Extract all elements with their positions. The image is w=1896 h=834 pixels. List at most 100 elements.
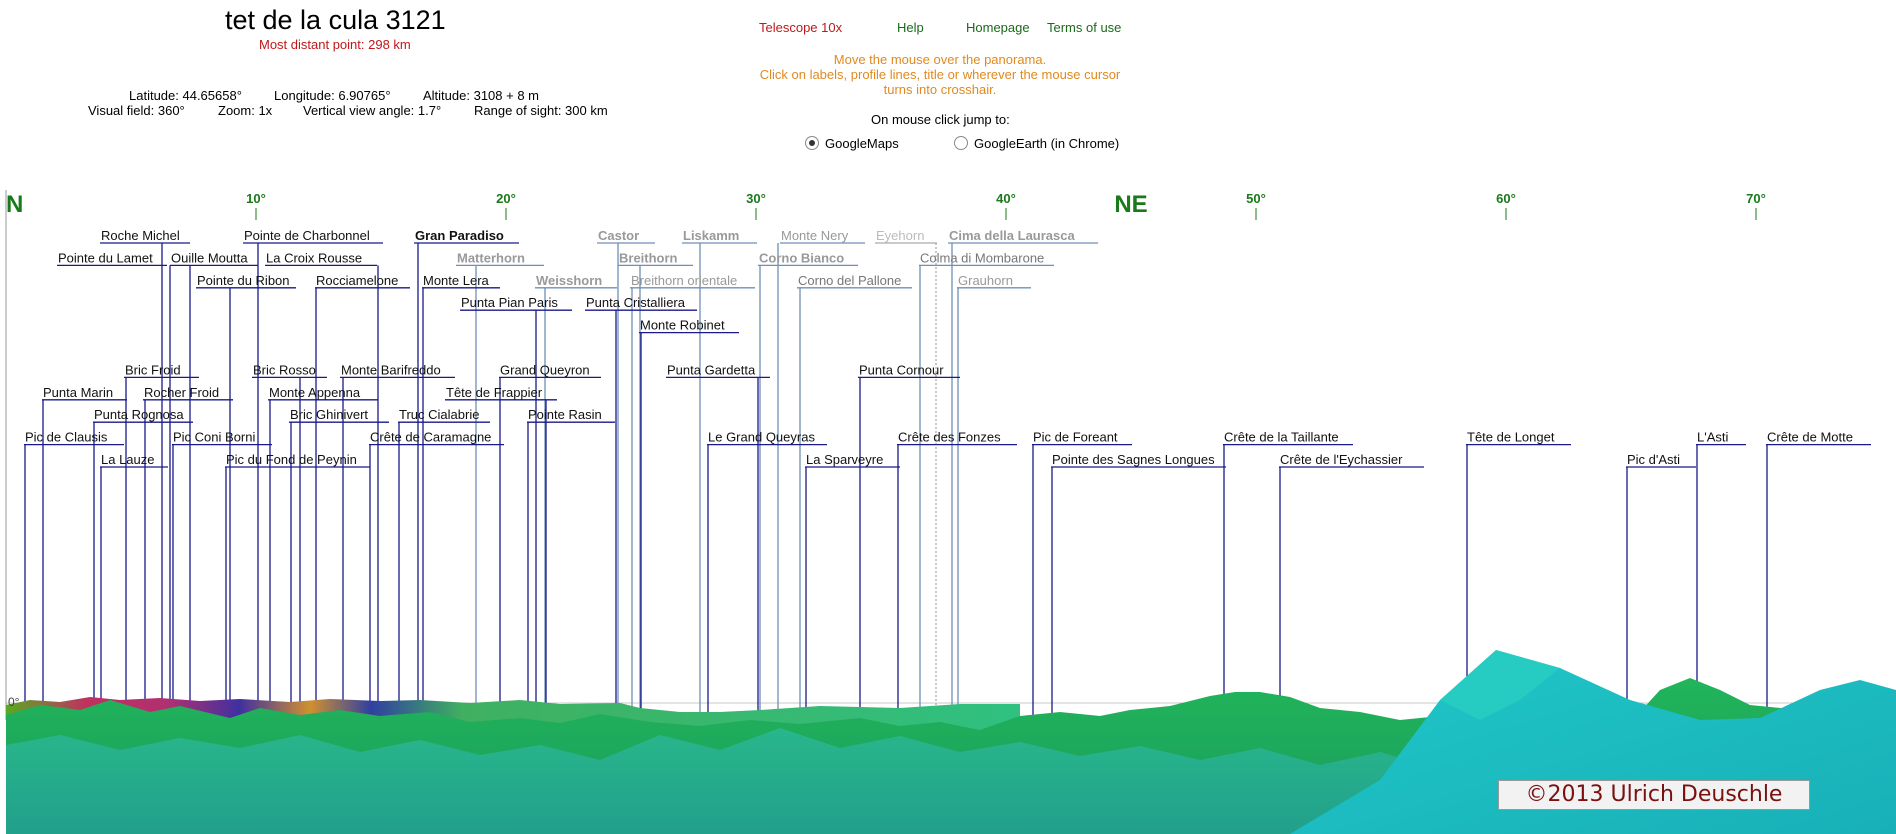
peak-53[interactable]: Crête de l'Eychassier <box>1279 452 1424 720</box>
peak-labels[interactable]: Roche Michel Pointe de Charbonnel Gran Par… <box>24 228 1871 720</box>
peak-label[interactable]: Gran Paradiso <box>415 228 504 243</box>
peak-label[interactable]: Pic de Clausis <box>25 430 108 445</box>
peak-21[interactable]: Grauhorn <box>957 273 1031 720</box>
peak-2[interactable]: Gran Paradiso <box>414 228 519 720</box>
peak-label[interactable]: Bric Froid <box>125 362 181 377</box>
peak-3[interactable]: Castor <box>597 228 655 720</box>
peak-31[interactable]: Punta Marin <box>42 385 127 720</box>
peak-39[interactable]: Pic de Clausis <box>24 430 124 720</box>
help-link[interactable]: Help <box>897 20 924 35</box>
peak-label[interactable]: Truc Cialabrie <box>399 407 479 422</box>
peak-10[interactable]: La Croix Rousse <box>265 250 379 720</box>
peak-label[interactable]: Pic de Foreant <box>1033 430 1118 445</box>
peak-label[interactable]: Punta Cornour <box>859 362 944 377</box>
peak-label[interactable]: Corno Bianco <box>759 250 844 265</box>
peak-52[interactable]: Pointe des Sagnes Longues <box>1051 452 1226 720</box>
peak-44[interactable]: Pic de Foreant <box>1032 430 1132 720</box>
googlemaps-radio[interactable] <box>805 136 819 150</box>
peak-28[interactable]: Grand Queyron <box>499 362 601 720</box>
peak-label[interactable]: Colma di Mombarone <box>920 250 1044 265</box>
peak-label[interactable]: Tête de Frappier <box>446 385 543 400</box>
peak-label[interactable]: Crête des Fonzes <box>898 430 1001 445</box>
peak-33[interactable]: Monte Appenna <box>268 385 378 720</box>
peak-22[interactable]: Punta Pian Paris <box>460 295 572 720</box>
peak-43[interactable]: Crête des Fonzes <box>897 430 1017 720</box>
peak-label[interactable]: Pointe Rasin <box>528 407 602 422</box>
peak-1[interactable]: Pointe de Charbonnel <box>243 228 383 720</box>
peak-label[interactable]: Monte Lera <box>423 273 490 288</box>
peak-19[interactable]: Breithorn orientale <box>630 273 755 720</box>
peak-label[interactable]: Liskamm <box>683 228 739 243</box>
peak-label[interactable]: Pointe des Sagnes Longues <box>1052 452 1215 467</box>
peak-label[interactable]: Crête de l'Eychassier <box>1280 452 1403 467</box>
peak-40[interactable]: Pic Coni Borni <box>172 430 272 720</box>
peak-label[interactable]: Bric Rosso <box>253 362 316 377</box>
googleearth-option[interactable]: GoogleEarth (in Chrome) <box>954 136 1119 151</box>
peak-14[interactable]: Colma di Mombarone <box>919 250 1054 720</box>
peak-label[interactable]: Punta Rognosa <box>94 407 184 422</box>
peak-41[interactable]: Crête de Caramagne <box>369 430 504 720</box>
peak-label[interactable]: Le Grand Queyras <box>708 430 815 445</box>
peak-20[interactable]: Corno del Pallone <box>797 273 912 720</box>
peak-18[interactable]: Weisshorn <box>535 273 617 720</box>
terrain[interactable] <box>6 650 1896 834</box>
telescope-link[interactable]: Telescope 10x <box>759 20 843 35</box>
peak-54[interactable]: Pic d'Asti <box>1626 452 1696 720</box>
peak-23[interactable]: Punta Cristalliera <box>585 295 697 720</box>
peak-label[interactable]: La Sparveyre <box>806 452 883 467</box>
peak-label[interactable]: Pointe du Ribon <box>197 273 290 288</box>
peak-label[interactable]: Punta Gardetta <box>667 362 756 377</box>
peak-13[interactable]: Corno Bianco <box>758 250 858 720</box>
peak-4[interactable]: Liskamm <box>682 228 757 720</box>
peak-11[interactable]: Matterhorn <box>456 250 544 720</box>
peak-15[interactable]: Pointe du Ribon <box>196 273 296 720</box>
peak-42[interactable]: Le Grand Queyras <box>707 430 827 720</box>
peak-label[interactable]: Monte Nery <box>781 228 849 243</box>
peak-45[interactable]: Crête de la Taillante <box>1223 430 1353 720</box>
peak-25[interactable]: Bric Froid <box>124 362 199 720</box>
peak-label[interactable]: Breithorn <box>619 250 678 265</box>
peak-48[interactable]: Crête de Motte <box>1766 430 1871 720</box>
peak-label[interactable]: Monte Appenna <box>269 385 361 400</box>
peak-label[interactable]: Roche Michel <box>101 228 180 243</box>
peak-label[interactable]: Grand Queyron <box>500 362 590 377</box>
peak-46[interactable]: Tête de Longet <box>1466 430 1571 720</box>
peak-label[interactable]: Monte Robinet <box>640 318 725 333</box>
peak-label[interactable]: Castor <box>598 228 639 243</box>
googleearth-radio[interactable] <box>954 136 968 150</box>
googlemaps-option[interactable]: GoogleMaps <box>805 136 899 151</box>
peak-51[interactable]: La Sparveyre <box>805 452 900 720</box>
peak-label[interactable]: La Croix Rousse <box>266 250 362 265</box>
peak-label[interactable]: Punta Cristalliera <box>586 295 686 310</box>
peak-label[interactable]: La Lauze <box>101 452 155 467</box>
peak-7[interactable]: Cima della Laurasca <box>948 228 1098 720</box>
peak-6[interactable]: Eyehorn <box>875 228 937 720</box>
peak-label[interactable]: Breithorn orientale <box>631 273 737 288</box>
peak-12[interactable]: Breithorn <box>618 250 693 720</box>
peak-37[interactable]: Truc Cialabrie <box>398 407 490 720</box>
peak-32[interactable]: Rocher Froid <box>143 385 233 720</box>
peak-label[interactable]: Pic du Fond de Peynin <box>226 452 357 467</box>
peak-label[interactable]: Crête de Caramagne <box>370 430 491 445</box>
peak-label[interactable]: Grauhorn <box>958 273 1013 288</box>
peak-label[interactable]: Rocciamelone <box>316 273 398 288</box>
peak-label[interactable]: Pointe de Charbonnel <box>244 228 370 243</box>
peak-30[interactable]: Punta Cornour <box>858 362 960 720</box>
peak-label[interactable]: Monte Barifreddo <box>341 362 441 377</box>
peak-label[interactable]: Tête de Longet <box>1467 430 1555 445</box>
peak-24[interactable]: Monte Robinet <box>639 318 739 720</box>
peak-label[interactable]: Ouille Moutta <box>171 250 248 265</box>
page-title[interactable]: tet de la cula 3121 <box>225 5 446 35</box>
peak-label[interactable]: Bric Ghinivert <box>290 407 368 422</box>
peak-36[interactable]: Bric Ghinivert <box>289 407 389 720</box>
peak-label[interactable]: Corno del Pallone <box>798 273 901 288</box>
peak-8[interactable]: Pointe du Lamet <box>57 250 171 720</box>
peak-38[interactable]: Pointe Rasin <box>527 407 615 720</box>
peak-label[interactable]: Weisshorn <box>536 273 602 288</box>
peak-label[interactable]: Punta Marin <box>43 385 113 400</box>
peak-34[interactable]: Tête de Frappier <box>445 385 557 720</box>
peak-0[interactable]: Roche Michel <box>100 228 190 720</box>
peak-26[interactable]: Bric Rosso <box>252 362 327 720</box>
peak-label[interactable]: Pointe du Lamet <box>58 250 153 265</box>
